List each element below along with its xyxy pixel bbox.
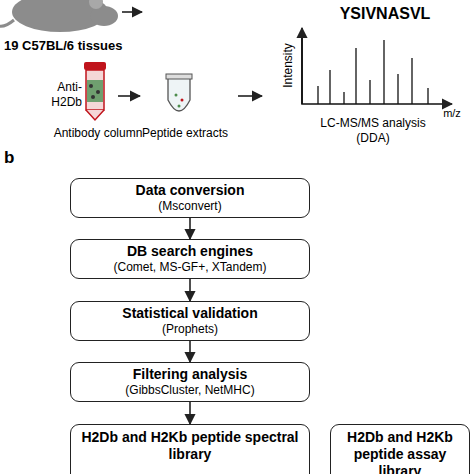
ms-spectrum (302, 28, 452, 104)
process-box: H2Db and H2Kb peptide assay library (330, 424, 470, 474)
box-detail: (Comet, MS-GF+, XTandem) (113, 260, 266, 275)
flow-arrow (189, 279, 191, 301)
box-detail: (Msconvert) (158, 199, 221, 214)
process-box: H2Db and H2Kb peptide spectral library (70, 424, 310, 474)
box-title: Statistical validation (122, 305, 257, 322)
sample-tube (166, 74, 192, 111)
annotation-label: Intensity (281, 36, 296, 96)
flow-arrow (189, 341, 191, 362)
annotation-label: YSIVNASVL (330, 6, 440, 21)
annotation-label: 19 C57BL/6 tissues (4, 38, 134, 53)
box-title: DB search engines (127, 243, 253, 260)
annotation-label: m/z (434, 106, 470, 121)
process-box: DB search engines(Comet, MS-GF+, XTandem… (70, 239, 310, 279)
box-title: Filtering analysis (133, 366, 247, 383)
box-title: H2Db and H2Kb peptide assay library (337, 429, 463, 474)
box-title: Data conversion (136, 182, 245, 199)
flow-arrow (189, 218, 191, 239)
flow-arrow (122, 11, 142, 13)
antibody-column (84, 62, 106, 120)
flow-arrow (189, 402, 191, 424)
box-title: H2Db and H2Kb peptide spectral library (77, 429, 303, 463)
process-box: Filtering analysis(GibbsCluster, NetMHC) (70, 362, 310, 402)
annotation-label: Anti-H2Db (34, 80, 82, 110)
annotation-label: Peptide extracts (140, 126, 230, 141)
process-box: Statistical validation(Prophets) (70, 301, 310, 341)
flow-arrow (238, 95, 262, 97)
mouse-illustration (0, 0, 118, 32)
box-detail: (GibbsCluster, NetMHC) (125, 383, 254, 398)
annotation-label: b (4, 150, 24, 165)
box-detail: (Prophets) (162, 322, 218, 337)
flow-arrow (118, 95, 140, 97)
annotation-label: Antibody column (48, 126, 148, 141)
process-box: Data conversion(Msconvert) (70, 178, 310, 218)
annotation-label: LC-MS/MS analysis (DDA) (308, 116, 438, 146)
